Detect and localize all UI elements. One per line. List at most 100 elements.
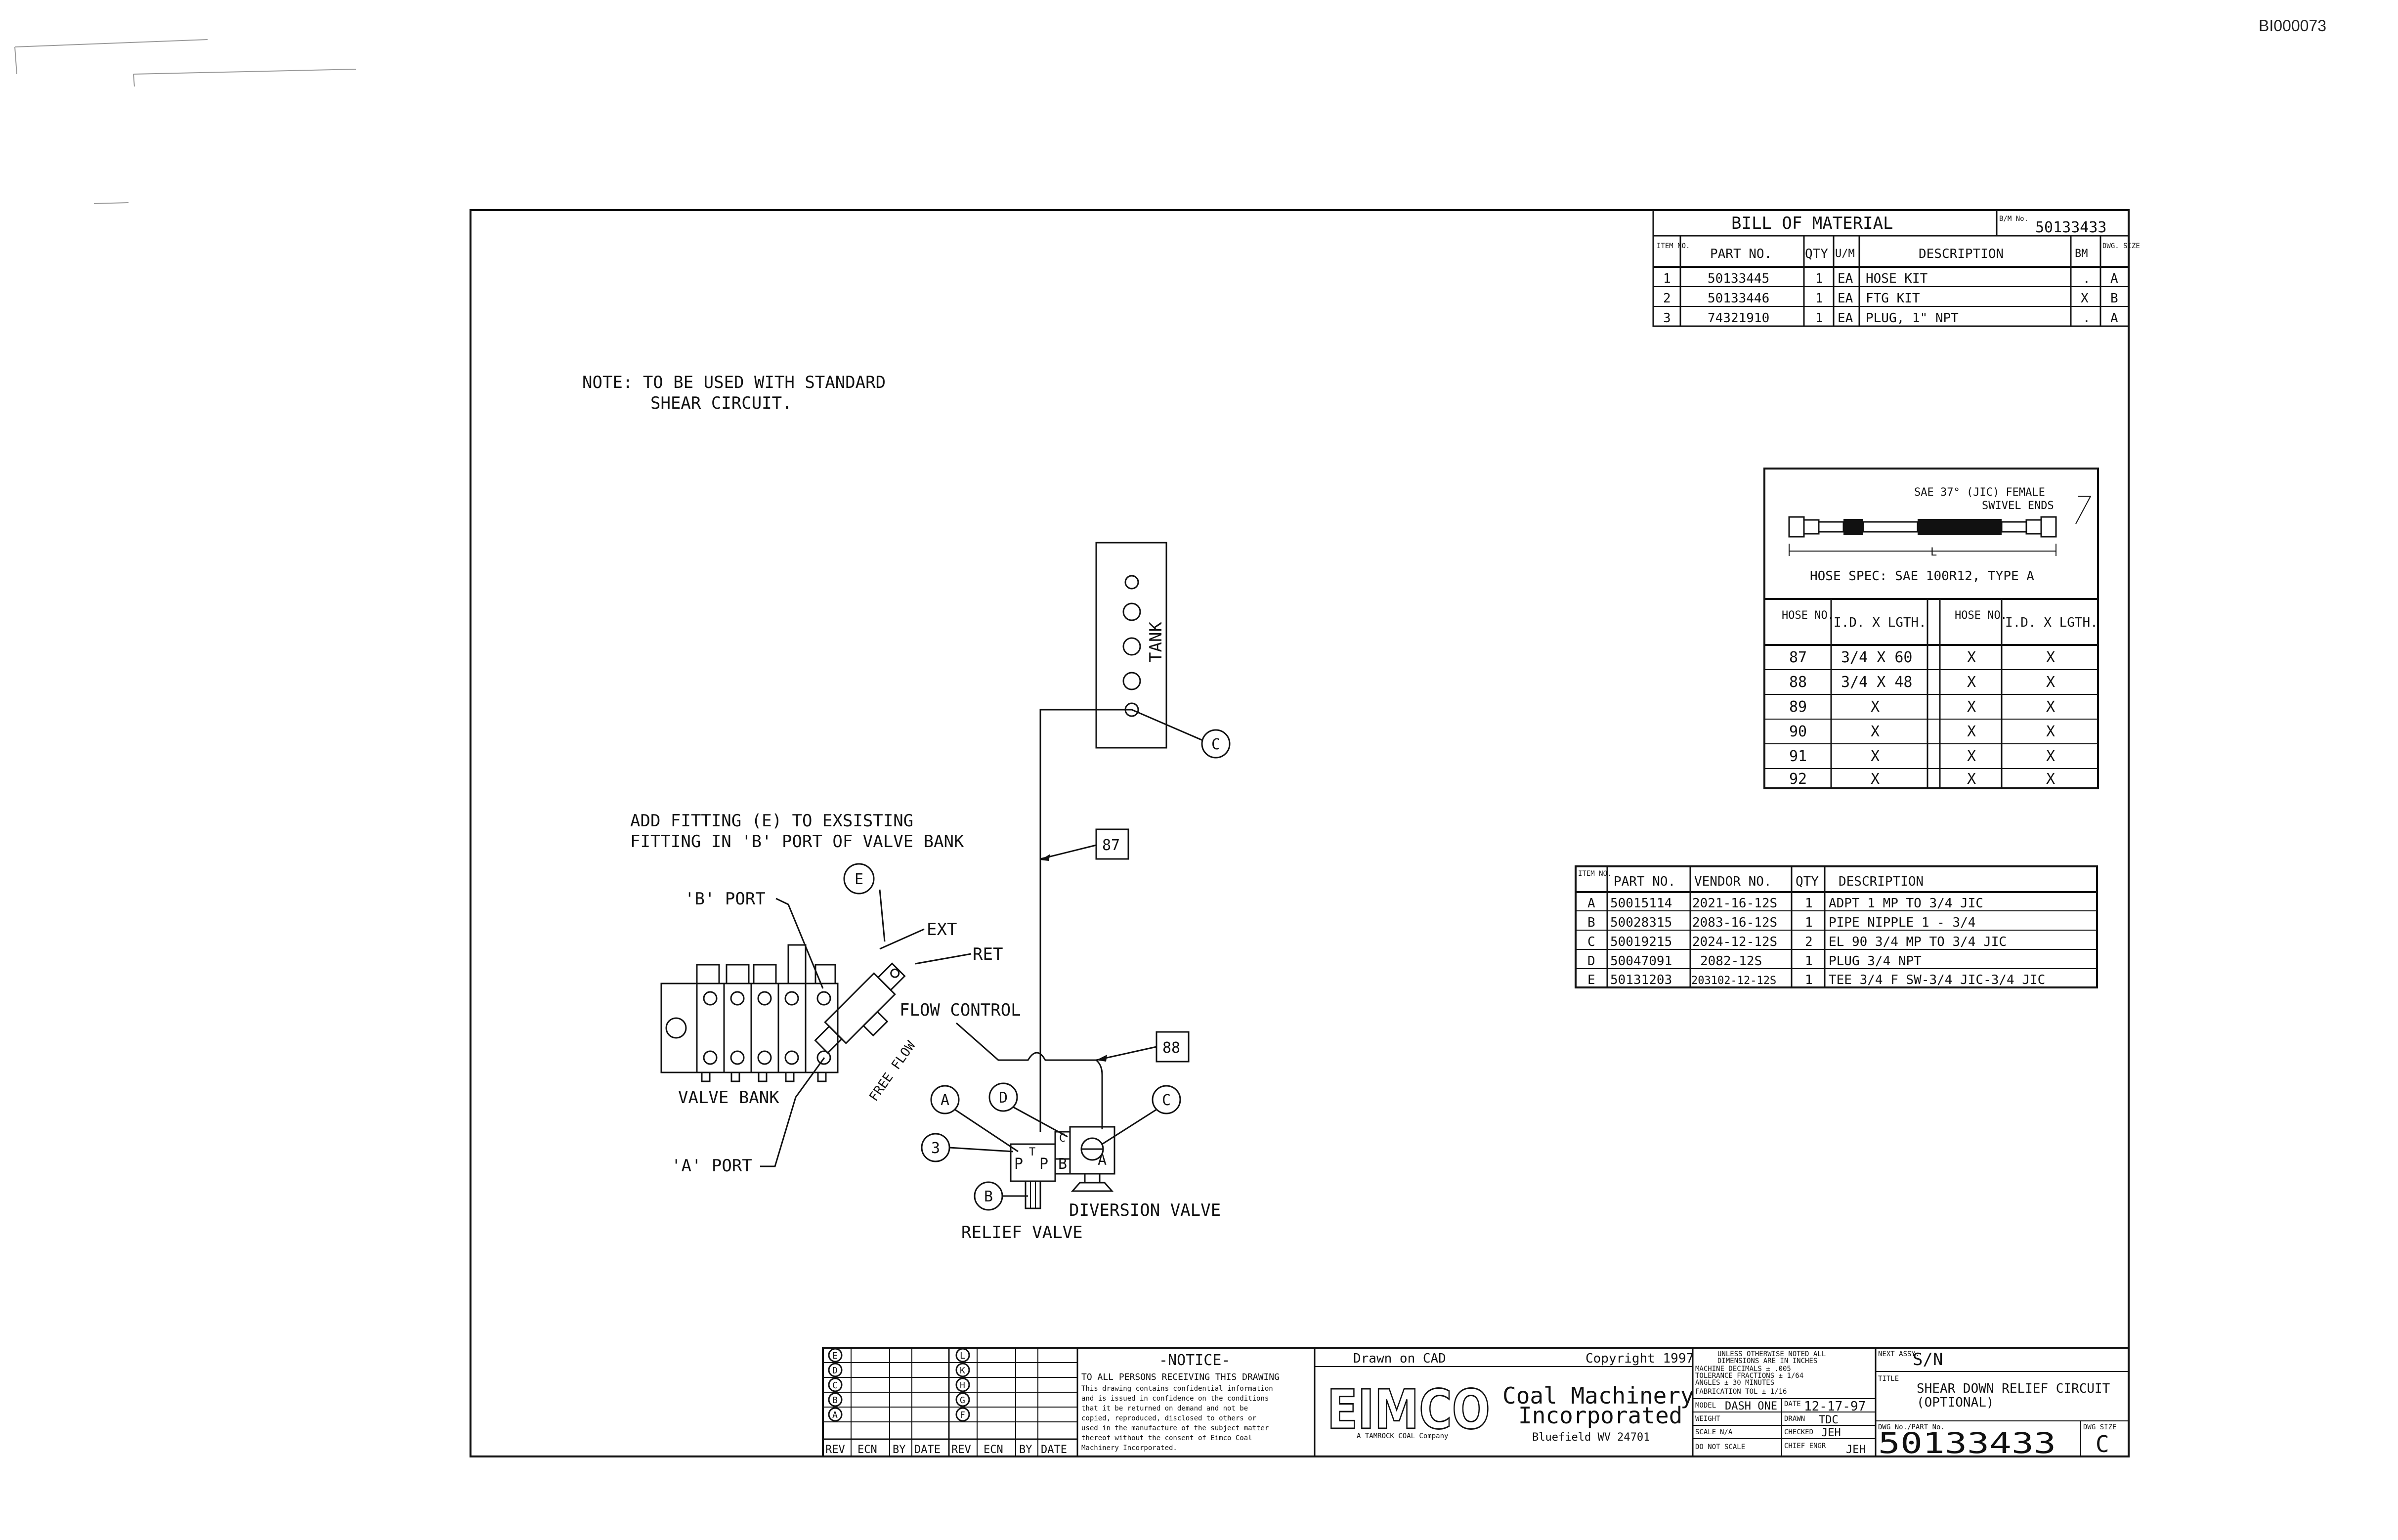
hose-cell: X: [2046, 770, 2055, 788]
rev-header: REV: [825, 1444, 845, 1456]
chief-engr-value: JEH: [1846, 1444, 1866, 1456]
bom-cell: 1: [1815, 291, 1823, 306]
callout-b-label: B: [984, 1188, 993, 1205]
fitting-row: B 50028315 2083-16-12S 1 PIPE NIPPLE 1 -…: [1587, 915, 1975, 930]
fitting-row: A 50015114 2021-16-12S 1 ADPT 1 MP TO 3/…: [1587, 896, 1983, 911]
tolerance-line: ANGLES ± 30 MINUTES: [1695, 1379, 1774, 1387]
eimco-logo: EIMCO: [1327, 1378, 1490, 1441]
fit-header-qty: QTY: [1796, 874, 1819, 889]
relief-port-p1: P: [1014, 1155, 1023, 1173]
hose-length-label: L: [1930, 546, 1937, 558]
tank-label: TANK: [1146, 622, 1166, 662]
bom-header-um: U/M: [1835, 248, 1855, 260]
hose-cell: 88: [1789, 674, 1807, 691]
scale-label: SCALE: [1695, 1428, 1716, 1436]
rev-header: DATE: [1041, 1444, 1067, 1456]
fit-cell: PLUG 3/4 NPT: [1829, 954, 1922, 969]
bom-header-part: PART NO.: [1710, 247, 1772, 261]
bom-cell: X: [2081, 291, 2089, 306]
rev-letter: G: [960, 1395, 965, 1406]
bom-cell: .: [2083, 271, 2091, 286]
hose-cell: 91: [1789, 748, 1807, 765]
add-fitting-note-line2: FITTING IN 'B' PORT OF VALVE BANK: [630, 832, 964, 852]
hose-header-id-1: I.D. X LGTH.: [1834, 615, 1927, 630]
hose-spec-text: HOSE SPEC: SAE 100R12, TYPE A: [1810, 569, 2034, 584]
bom-row: 3 74321910 1 EA PLUG, 1" NPT . A: [1663, 311, 2118, 326]
bom-cell: 3: [1663, 311, 1671, 326]
ext-label: EXT: [927, 920, 957, 940]
bill-of-material: BILL OF MATERIAL B/M No. 50133433 ITEM N…: [1652, 209, 2140, 327]
relief-port-t: T: [1029, 1146, 1035, 1158]
hose-cell: X: [1871, 698, 1880, 716]
flow-control: [814, 962, 906, 1054]
add-fitting-note-line1: ADD FITTING (E) TO EXSISTING: [630, 811, 913, 831]
rev-letter: H: [960, 1380, 965, 1391]
model-value: DASH ONE: [1725, 1400, 1777, 1412]
dwg-no-label: DWG No./PART No.: [1878, 1423, 1945, 1431]
hose-cell: X: [1967, 770, 1976, 788]
hose-row: 90 X X X: [1789, 723, 2055, 740]
bom-cell: 2: [1663, 291, 1671, 306]
bom-title: BILL OF MATERIAL: [1731, 214, 1893, 233]
hose-end-label-line1: SAE 37° (JIC) FEMALE: [1914, 486, 2045, 499]
general-note: NOTE: TO BE USED WITH STANDARD SHEAR CIR…: [582, 373, 886, 413]
drawing-title-line1: SHEAR DOWN RELIEF CIRCUIT: [1917, 1381, 2110, 1396]
drawing-number-block: NEXT ASSY. S/N TITLE SHEAR DOWN RELIEF C…: [1876, 1350, 2129, 1460]
hose-cell: X: [1967, 674, 1976, 691]
fit-cell: PIPE NIPPLE 1 - 3/4: [1829, 915, 1975, 930]
hose-cell: X: [2046, 748, 2055, 765]
hose-spec-table: SAE 37° (JIC) FEMALE SWIVEL ENDS L HOSE …: [1763, 468, 2099, 789]
hose-cell: X: [2046, 698, 2055, 716]
bom-header-qty: QTY: [1805, 247, 1828, 261]
tolerance-line: UNLESS OTHERWISE NOTED ALL: [1717, 1350, 1826, 1358]
next-assy-label: NEXT ASSY.: [1878, 1350, 1920, 1358]
b-port-label: 'B' PORT: [685, 889, 766, 909]
weight-label: WEIGHT: [1695, 1415, 1720, 1423]
drawn-label: DRAWN: [1784, 1415, 1805, 1423]
fit-header-part: PART NO.: [1614, 874, 1675, 889]
model-label: MODEL: [1695, 1402, 1716, 1410]
bom-cell: 50133445: [1708, 271, 1769, 286]
bom-number: 50133433: [2035, 219, 2107, 236]
bom-cell: A: [2110, 271, 2118, 286]
hose-illustration: [1788, 496, 2092, 556]
fit-cell: 50047091: [1610, 954, 1672, 969]
fit-header-vendor: VENDOR NO.: [1694, 874, 1772, 889]
fit-cell: 2083-16-12S: [1692, 915, 1777, 930]
bom-cell: EA: [1838, 271, 1853, 286]
hose-header-no-1: HOSE NO.: [1782, 609, 1834, 622]
fit-header-item: ITEM NO.: [1578, 870, 1611, 878]
fit-cell: 2024-12-12S: [1692, 935, 1777, 949]
hose-row: 89 X X X: [1789, 698, 2055, 716]
notice-line: and is issued in confidence on the condi…: [1081, 1395, 1269, 1403]
callout-3-label: 3: [931, 1140, 940, 1157]
bom-cell: 74321910: [1708, 311, 1769, 326]
callout-e: [843, 863, 875, 895]
company-block: Drawn on CAD Copyright 1997 EIMCO A TAMR…: [1315, 1348, 1694, 1456]
note-line2: SHEAR CIRCUIT.: [650, 393, 792, 413]
drawn-on-cad: Drawn on CAD: [1353, 1351, 1446, 1366]
fit-cell: 50131203: [1610, 973, 1672, 987]
hose-cell: X: [1967, 723, 1976, 740]
rev-header: REV: [951, 1444, 971, 1456]
hose-cell: X: [1967, 748, 1976, 765]
fit-cell: 50019215: [1610, 935, 1672, 949]
hose-row: 91 X X X: [1789, 748, 2055, 765]
relief-valve-label: RELIEF VALVE: [961, 1223, 1083, 1242]
valve-bank-label: VALVE BANK: [678, 1088, 779, 1108]
bom-cell: EA: [1838, 311, 1853, 326]
diversion-valve-label: DIVERSION VALVE: [1069, 1200, 1221, 1220]
bates-number: BI000073: [2259, 17, 2327, 35]
fit-header-description: DESCRIPTION: [1839, 874, 1924, 889]
ret-label: RET: [973, 944, 1003, 964]
bom-header-item: ITEM NO.: [1657, 242, 1690, 250]
bom-no-label: B/M No.: [1999, 215, 2028, 223]
hose-row: 88 3/4 X 48 X X: [1789, 674, 2055, 691]
notice-line: thereof without the consent of Eimco Coa…: [1081, 1434, 1252, 1442]
chief-engr-label: CHIEF ENGR: [1784, 1442, 1826, 1450]
notice-line: This drawing contains confidential infor…: [1081, 1385, 1273, 1393]
bom-cell: PLUG, 1" NPT: [1866, 311, 1959, 326]
company-location: Bluefield WV 24701: [1532, 1431, 1650, 1444]
rev-header: BY: [893, 1444, 906, 1456]
bom-cell: 1: [1815, 311, 1823, 326]
